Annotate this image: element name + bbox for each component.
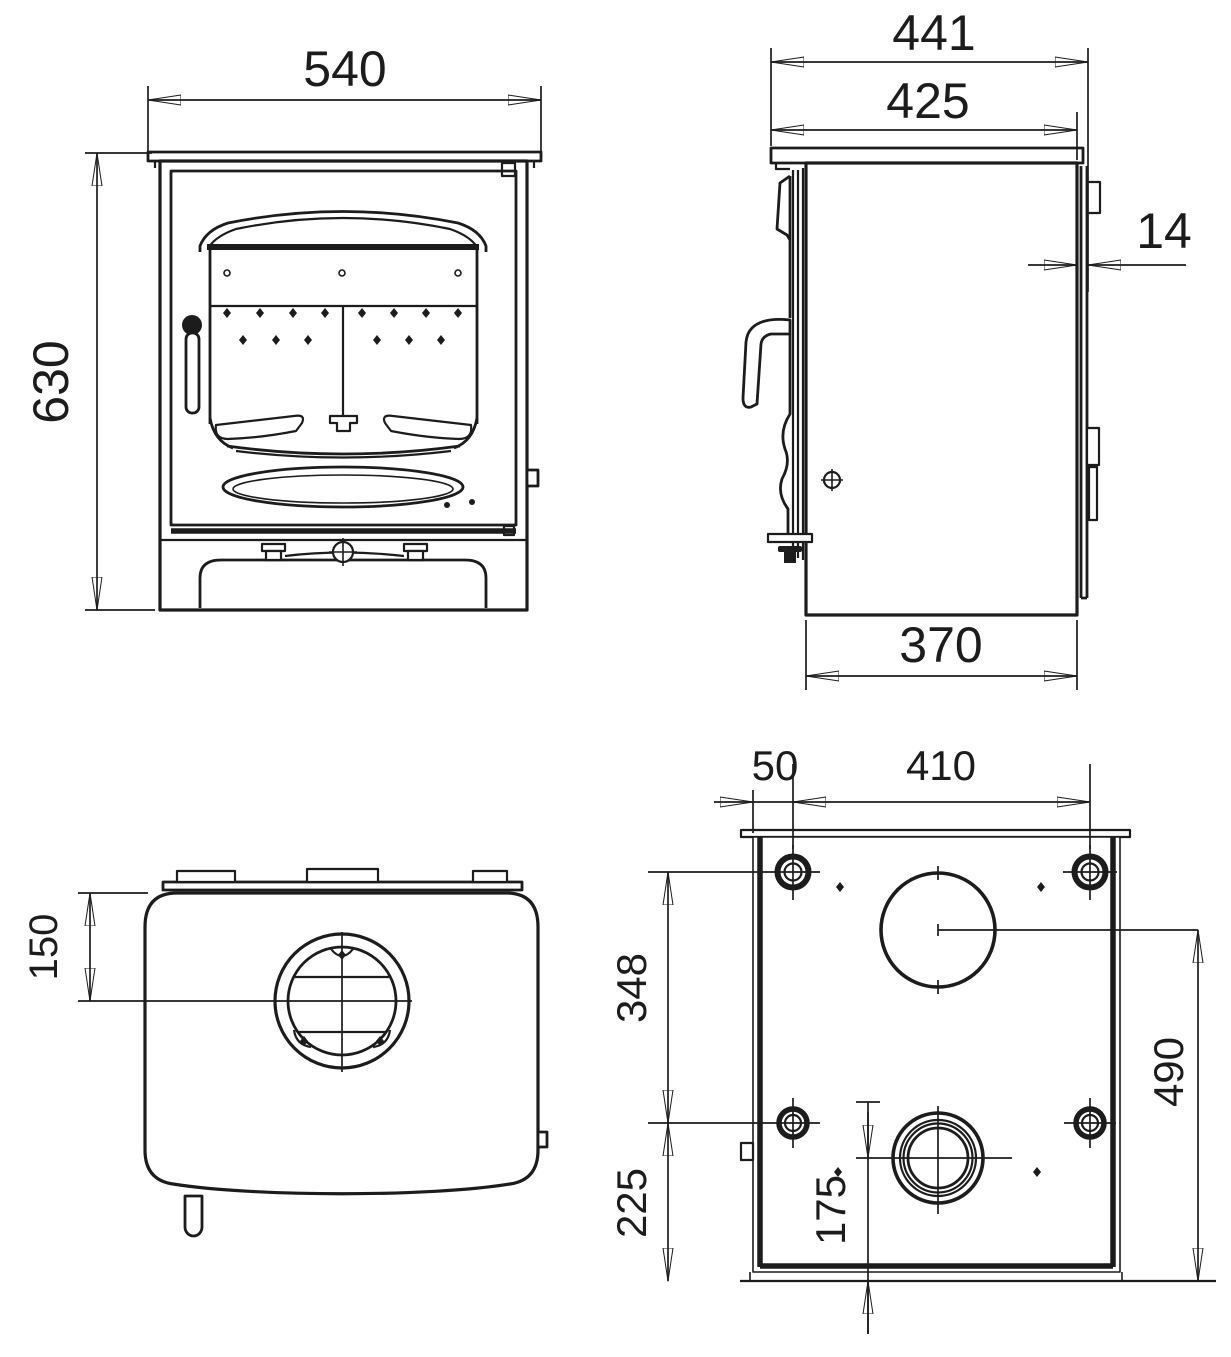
dim-side-overall-depth: 441 — [770, 5, 1089, 292]
side-overall-depth-value: 441 — [892, 5, 975, 61]
side-knob — [778, 546, 802, 552]
top-structure — [78, 867, 549, 1238]
side-shield-bracket-top — [1085, 180, 1102, 215]
top-flue-collar — [78, 932, 412, 1072]
dim-rear-lower-outlet-height: 175 — [807, 1101, 880, 1334]
rear-lower-outlet — [856, 1106, 1012, 1214]
front-door-frame — [169, 169, 518, 527]
side-top-plate — [769, 146, 1085, 165]
dim-top-flue-offset: 150 — [22, 892, 148, 1001]
window-rivet-dots — [223, 308, 462, 345]
top-handle-pin — [183, 1194, 204, 1238]
rear-fixing-hole-bottom-right — [1064, 1098, 1116, 1148]
dim-front-height: 630 — [23, 152, 155, 611]
front-window — [198, 210, 488, 430]
side-view: 441 425 14 370 — [741, 5, 1192, 690]
rear-side-tab — [739, 1141, 755, 1162]
dim-rear-hole-vertical-spacing: 348 — [608, 871, 820, 1124]
front-view: 540 630 — [23, 41, 543, 612]
rear-panel-outline — [752, 836, 1121, 1273]
front-door-handle — [182, 315, 202, 415]
dim-side-plate-depth: 425 — [771, 73, 1078, 160]
side-door-layers — [791, 168, 805, 560]
rear-flue-height-value: 490 — [1145, 1037, 1192, 1107]
dim-rear-lower-fixing-height: 225 — [608, 1123, 668, 1281]
top-flue-offset-value: 150 — [22, 914, 66, 981]
front-hinge-block — [500, 161, 517, 178]
top-rear-strip — [161, 880, 524, 892]
side-body-depth-value: 370 — [899, 617, 982, 673]
front-structure — [146, 150, 543, 612]
dim-side-shield-gap: 14 — [1028, 203, 1192, 265]
side-shield-gap-value: 14 — [1136, 203, 1192, 259]
front-height-value: 630 — [23, 340, 79, 423]
side-body-outline — [804, 161, 1079, 617]
side-plate-depth-value: 425 — [886, 73, 969, 129]
rear-top-plate-edge — [739, 828, 1132, 839]
dim-rear-hole-spacing: 410 — [793, 742, 1091, 849]
side-shield-bracket-low — [1087, 465, 1099, 522]
rear-hole-spacing-value: 410 — [906, 742, 976, 789]
rear-hole-vertical-spacing-value: 348 — [608, 953, 655, 1023]
top-side-tab — [536, 1130, 549, 1149]
dim-rear-flue-height: 490 — [938, 929, 1198, 1281]
front-side-tab — [525, 468, 540, 488]
rear-hole-edge-offset-value: 50 — [752, 742, 799, 789]
front-ash-drawer — [198, 538, 488, 608]
side-door-handle — [741, 317, 792, 409]
front-grate — [208, 414, 479, 459]
front-width-value: 540 — [303, 41, 386, 97]
rear-lower-fixing-height-value: 225 — [608, 1168, 655, 1238]
rear-lower-outlet-height-value: 175 — [807, 1175, 854, 1245]
side-structure — [741, 146, 1102, 617]
rear-view: 50 410 348 225 490 175 — [608, 742, 1216, 1334]
top-view: 150 — [22, 867, 549, 1238]
side-shield-bracket-mid — [1085, 426, 1101, 467]
front-ash-bowl — [221, 465, 475, 509]
side-heat-shield — [1079, 166, 1089, 600]
dim-side-body-depth: 370 — [805, 617, 1078, 690]
side-door-profile — [775, 174, 792, 533]
rear-fixing-hole-top-right — [1063, 845, 1117, 900]
dim-front-width: 540 — [147, 41, 542, 158]
rear-structure — [739, 828, 1216, 1283]
